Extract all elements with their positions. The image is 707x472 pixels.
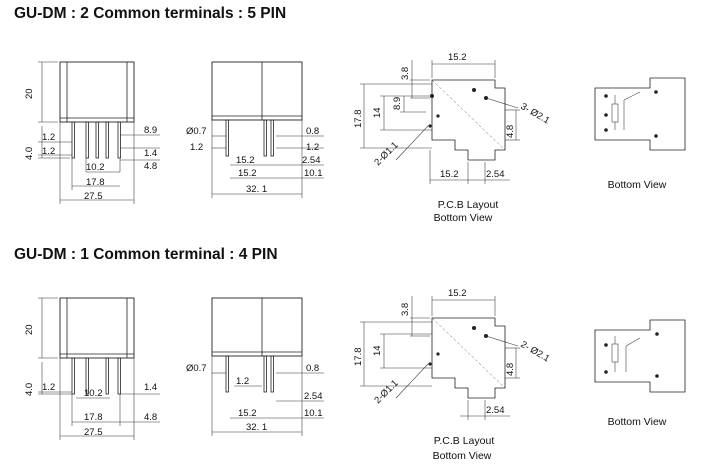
dim-label: 2.54 — [486, 405, 505, 416]
dim-label: 10.2 — [86, 162, 105, 173]
dim-label: 17.8 — [353, 348, 364, 367]
dim-label: 14 — [372, 107, 383, 118]
pin-marker — [655, 374, 659, 378]
dim-label: 15.2 — [448, 288, 467, 299]
dim-label: 1.2 — [42, 146, 55, 157]
section-title-5pin: GU-DM : 2 Common terminals : 5 PIN — [14, 5, 287, 22]
schematic-4pin: Bottom View — [594, 319, 686, 428]
dim-height: 20 — [24, 324, 35, 335]
dim-label: 15.2 — [440, 169, 459, 180]
dim-pin-length: 4.0 — [24, 383, 35, 396]
dim-pin-length: 4.0 — [24, 147, 35, 160]
pcb-layout-4pin: 15.2 3.8 17.8 14 4.8 2- Ø2.1 2-Ø1.1 2.54… — [353, 288, 551, 462]
pcb-caption: Bottom View — [434, 212, 493, 224]
dim-hole: Ø0.7 — [186, 126, 207, 137]
pin-marker — [654, 90, 658, 94]
dim-height: 20 — [24, 88, 35, 99]
side-view-5pin: Ø0.7 1.2 0.8 1.2 15.2 2.54 15.2 10.1 32.… — [186, 61, 324, 198]
dim-label: 2.54 — [304, 391, 323, 402]
dim-label: 17.8 — [84, 412, 103, 423]
pcb-hole — [472, 88, 476, 92]
dim-label: 14 — [372, 345, 383, 356]
dim-width: 32. 1 — [246, 184, 267, 195]
pin-marker — [604, 370, 608, 374]
schematic-5pin: Bottom View — [594, 77, 686, 191]
pin-marker — [655, 332, 659, 336]
pcb-hole — [436, 114, 440, 118]
pcb-caption: P.C.B Layout — [434, 435, 495, 447]
dim-label: 4.8 — [144, 161, 157, 172]
pcb-layout-5pin: 15.2 3.8 17.8 14 8.9 4.8 3- Ø2.1 2-Ø1.1 … — [353, 52, 551, 224]
dim-width: 27.5 — [84, 191, 103, 202]
dim-holes-large: 2- Ø2.1 — [519, 339, 552, 364]
dim-label: 1.2 — [236, 376, 249, 387]
dim-width: 32. 1 — [246, 422, 267, 433]
dim-label: 1.4 — [144, 382, 157, 393]
dim-label: 2.54 — [486, 169, 505, 180]
pcb-hole — [472, 326, 476, 330]
dim-label: 15.2 — [236, 155, 255, 166]
pcb-hole — [428, 124, 432, 128]
dim-label: 1.4 — [144, 148, 157, 159]
dim-label: 1.2 — [306, 142, 319, 153]
dim-label: 4.8 — [144, 412, 157, 423]
dim-label: 4.8 — [505, 363, 516, 376]
pcb-hole — [430, 94, 434, 98]
dim-label: 8.9 — [392, 97, 403, 110]
dim-label: 0.8 — [306, 363, 319, 374]
dim-label: 1.2 — [42, 132, 55, 143]
pin-marker — [604, 343, 608, 347]
dim-label: 1.2 — [42, 382, 55, 393]
dim-label: 17.8 — [353, 110, 364, 129]
section-title-4pin: GU-DM : 1 Common terminal : 4 PIN — [14, 246, 278, 263]
dim-holes-large: 3- Ø2.1 — [519, 101, 552, 126]
dim-width: 27.5 — [84, 427, 103, 438]
dim-label: 2.54 — [302, 155, 321, 166]
front-view-4pin: 20 4.0 1.2 10.2 1.4 17.8 4.8 27.5 — [24, 297, 160, 440]
dim-label: 3.8 — [400, 303, 411, 316]
dim-label: 1.2 — [190, 142, 203, 153]
side-view-4pin: Ø0.7 0.8 1.2 2.54 15.2 10.1 32. 1 — [186, 297, 324, 436]
pin-marker — [604, 113, 608, 117]
dim-label: 15.2 — [448, 52, 467, 63]
pcb-hole — [428, 362, 432, 366]
dim-label: 10.1 — [304, 408, 323, 419]
pin-marker — [654, 134, 658, 138]
front-view-5pin: 20 4.0 1.2 1.2 8.9 1.4 4.8 10.2 17.8 27.… — [24, 61, 160, 204]
dim-label: 10.1 — [304, 168, 323, 179]
dim-holes-small: 2-Ø1.1 — [372, 140, 400, 168]
pin-marker — [604, 94, 608, 98]
dim-label: 10.2 — [84, 388, 103, 399]
dim-label: 15.2 — [238, 168, 257, 179]
schematic-caption: Bottom View — [608, 179, 667, 191]
dim-label: 3.8 — [400, 67, 411, 80]
dim-hole: Ø0.7 — [186, 363, 207, 374]
dim-label: 0.8 — [306, 126, 319, 137]
dim-label: 8.9 — [144, 125, 157, 136]
pcb-hole — [484, 334, 488, 338]
dim-label: 17.8 — [86, 177, 105, 188]
pcb-caption: Bottom View — [433, 450, 492, 462]
dim-label: 15.2 — [238, 408, 257, 419]
pcb-caption: P.C.B Layout — [438, 199, 499, 211]
dim-label: 4.8 — [505, 125, 516, 138]
pin-marker — [604, 128, 608, 132]
pcb-hole — [436, 352, 440, 356]
schematic-caption: Bottom View — [608, 416, 667, 428]
dim-holes-small: 2-Ø1.1 — [372, 378, 400, 406]
pcb-hole — [484, 96, 488, 100]
